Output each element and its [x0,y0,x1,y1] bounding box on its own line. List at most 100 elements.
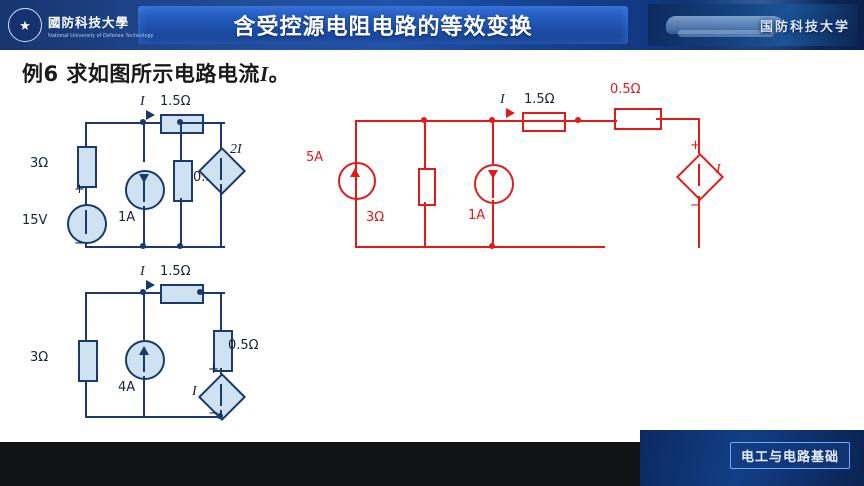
node [140,119,146,125]
top-banner: ★ 國防科技大學 National University of Defense … [0,0,864,50]
label-4a: 4A [118,380,136,395]
wire-right-bottom [698,196,700,248]
banner-right-graphic: 国防科技大学 [648,4,858,46]
wire-top [85,292,225,294]
wire-bottom [85,416,225,418]
wire-1a-top [143,122,145,162]
current-source-1a [125,170,165,210]
node [489,117,495,123]
resistor-0_5ohm [614,108,662,130]
vehicle-image [648,4,858,46]
current-source-5a [338,162,376,200]
controlled-source-bar [220,158,222,180]
current-source-arrow [139,174,149,183]
label-0_5ohm: 0.5Ω [228,338,259,353]
current-source-5a-arrow [350,168,360,177]
current-arrow-I [146,280,155,290]
label-15v: 15V [22,213,48,228]
ccvs-var: I [192,384,197,399]
resistor-3ohm [77,146,97,188]
wire-05-left [605,120,617,122]
label-current-I: I [140,94,145,109]
node [140,243,146,249]
wire-top-right [180,122,222,124]
ccvs-var: I [716,162,721,177]
lesson-title-bar: 含受控源电阻电路的等效变换 [138,6,628,44]
wire-right-top [698,118,700,154]
controlled-source-bar [698,164,700,186]
controlled-source-bar [220,384,222,406]
wire-top-right [200,292,222,294]
current-source-1a [474,164,514,204]
wire-05-top [220,292,222,330]
current-source-stem [143,352,145,372]
university-logo: ★ 國防科技大學 National University of Defense … [8,7,168,43]
prompt-prefix: 例6 求如图所示电路电流 [22,62,260,86]
wire-right-bottom [220,184,222,246]
node [197,289,203,295]
resistor-1_5ohm [160,284,204,304]
ccvs-plus: + [690,138,701,153]
wire-bottom-rail [355,246,605,248]
wire-1a-bottom [143,206,145,246]
slide-canvas: 例6 求如图所示电路电流I。 3Ω + − 15V 1A [0,50,864,442]
star-seal-icon: ★ [8,8,42,42]
wire-05-top [180,122,182,160]
resistor-3ohm [78,340,98,382]
wire-05-bottom [180,198,182,246]
label-1a: 1A [468,208,486,223]
label-current-I: I [500,92,505,107]
resistor-0_5ohm [173,160,193,202]
node [575,117,581,123]
wire-4a-top [143,292,145,340]
label-3ohm: 3Ω [366,210,385,225]
current-arrow-I [146,110,155,120]
node [177,119,183,125]
label-current-I: I [140,264,145,279]
current-source-1a-arrow [488,170,498,179]
wire-05-right [656,118,700,120]
page-title: 例6 求如图所示电路电流I。 [22,58,290,88]
vsource-minus: − [74,236,85,251]
wire-1a-top [492,120,494,164]
lesson-title: 含受控源电阻电路的等效变换 [233,15,533,40]
university-name-cn: 國防科技大學 [48,15,130,30]
resistor-3ohm [418,168,436,206]
node [217,413,223,419]
wire-bottom-left [85,246,225,248]
label-3ohm: 3Ω [30,156,49,171]
label-3ohm: 3Ω [30,350,49,365]
course-name-tag: 电工与电路基础 [729,442,850,469]
label-1_5ohm: 1.5Ω [524,92,555,107]
course-brand-bar: 电工与电路基础 [640,430,864,486]
prompt-suffix: 。 [268,62,291,86]
node [489,243,495,249]
wire-3ohm-bottom [424,202,426,246]
node [140,289,146,295]
university-name-en: National University of Defense Technolog… [48,32,154,39]
label-1_5ohm: 1.5Ω [160,264,191,279]
label-2I: 2I [230,142,242,157]
label-0_5ohm: 0.5Ω [610,82,641,97]
wire-4a-bottom [143,376,145,416]
label-1a: 1A [118,210,136,225]
prompt-var: I [259,62,269,86]
node [421,117,427,123]
wire-3ohm-top [424,120,426,168]
ccvs-minus: − [690,198,701,213]
current-arrow-I [506,108,515,118]
node [177,243,183,249]
ccvs-plus: + [208,362,219,377]
wire-1a-bottom [492,200,494,246]
label-5a: 5A [306,150,324,165]
current-source-stem [143,180,145,202]
vsource-bar [85,210,87,234]
wire-top-rail [355,120,605,122]
wire-right-top [220,122,222,154]
label-1_5ohm: 1.5Ω [160,94,191,109]
vsource-plus: + [74,182,85,197]
ccvs-minus: − [208,406,219,421]
resistor-1_5ohm [522,112,566,132]
current-source-1a-stem [492,176,494,198]
